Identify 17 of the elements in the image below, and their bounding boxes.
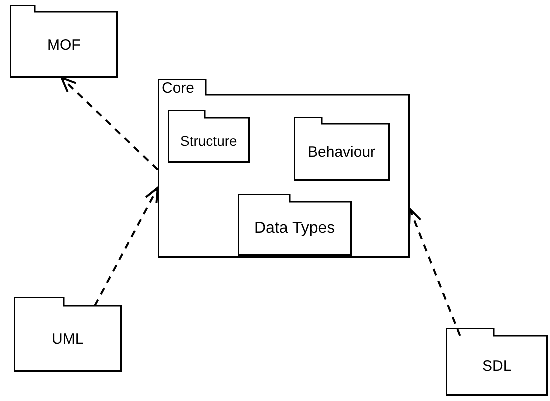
dependency-arrow [60, 77, 159, 171]
package-name: Behaviour [308, 145, 376, 160]
package-name: UML [52, 332, 84, 346]
package-name: SDL [482, 358, 512, 374]
dependency-arrow [408, 208, 462, 336]
package-name: MOF [48, 38, 81, 52]
package-name: Data Types [254, 221, 336, 237]
package-node [14, 297, 122, 372]
package-node [238, 194, 352, 256]
package-node [446, 328, 548, 396]
package-node [294, 117, 390, 181]
package-node [158, 79, 410, 258]
package-name: Core [162, 80, 195, 96]
dependency-arrow [94, 186, 159, 306]
package-node [168, 110, 250, 163]
package-node [10, 5, 118, 78]
package-name: Structure [180, 134, 238, 148]
